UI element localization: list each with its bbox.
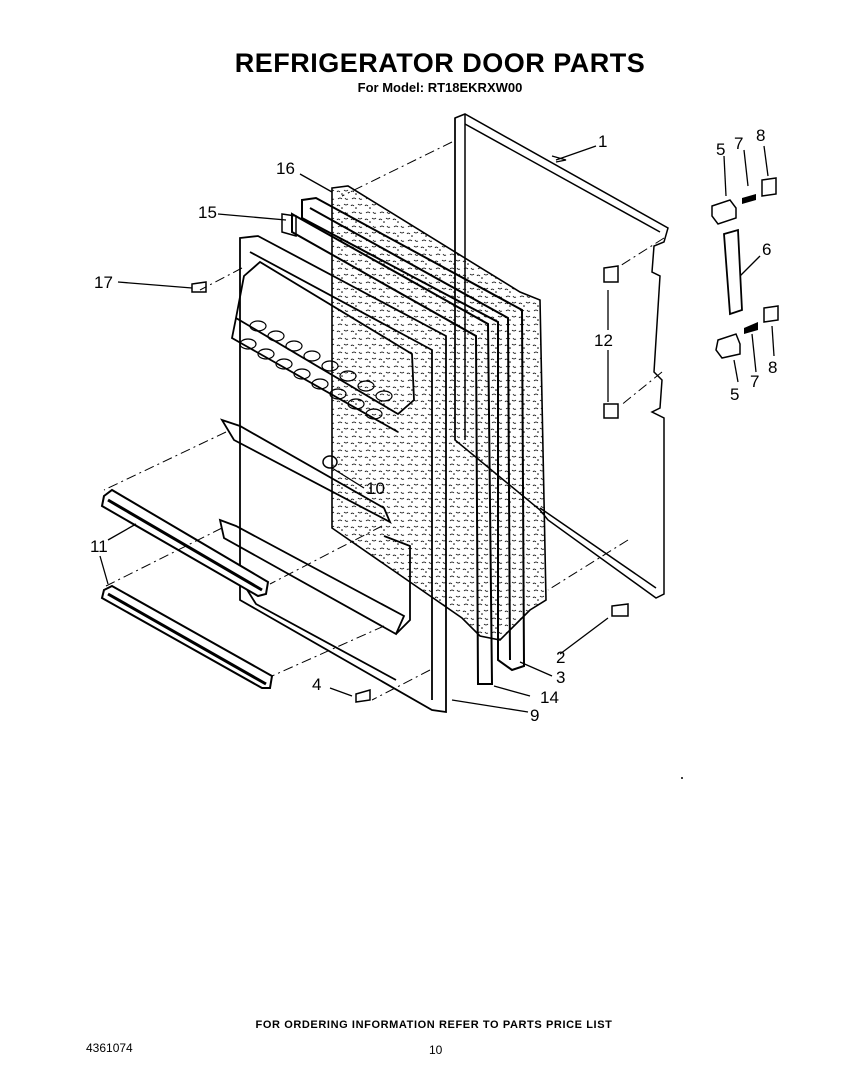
door-gasket	[291, 196, 526, 685]
callout-6: 6	[762, 240, 771, 259]
callout-14: 14	[540, 688, 559, 707]
egg-holders	[239, 320, 393, 420]
hinge-cap-lower-8	[763, 305, 779, 323]
hinge-screw-upper-7	[742, 194, 756, 204]
page-title: REFRIGERATOR DOOR PARTS	[234, 48, 646, 78]
callout-3: 3	[556, 668, 565, 687]
callout-17: 17	[94, 273, 113, 292]
callout-5-upper: 5	[716, 140, 725, 159]
leader-lines	[99, 145, 775, 713]
ordering-note: FOR ORDERING INFORMATION REFER TO PARTS …	[255, 1019, 613, 1031]
hinge-upper-5	[711, 199, 737, 225]
shelf-bar-lower	[100, 584, 274, 689]
liner-button	[322, 455, 338, 469]
shelf-bar-upper	[100, 488, 270, 598]
handle-6	[723, 228, 743, 316]
callout-16: 16	[276, 159, 295, 178]
callout-5-lower: 5	[730, 385, 739, 404]
hinge-plug-12-lower	[603, 403, 619, 419]
hinge-cap-upper-8	[761, 177, 777, 197]
door-stop-2	[611, 603, 629, 617]
document-number: 4361074	[86, 1041, 133, 1055]
hinge-lower-5	[715, 333, 741, 359]
callout-7-lower: 7	[750, 372, 759, 391]
foam-insulation	[331, 185, 547, 641]
callout-11: 11	[90, 537, 108, 556]
hinge-screw-lower-7	[744, 322, 758, 334]
model-subtitle: For Model: RT18EKRXW00	[357, 80, 523, 95]
callout-2: 2	[556, 648, 565, 667]
callout-7-upper: 7	[734, 134, 743, 153]
callout-1: 1	[598, 132, 607, 151]
callout-4: 4	[312, 675, 321, 694]
alignment-lines	[103, 141, 665, 701]
page-number: 10	[429, 1043, 443, 1057]
callout-12: 12	[594, 331, 613, 350]
callout-8-lower: 8	[768, 358, 777, 377]
callout-15: 15	[198, 203, 217, 222]
door-strip	[281, 213, 297, 237]
callout-10: 10	[366, 479, 385, 498]
callout-9: 9	[530, 706, 539, 725]
screw-17	[191, 281, 207, 293]
hinge-plug-12-upper	[603, 265, 619, 283]
callout-8-upper: 8	[756, 126, 765, 145]
screw-4	[355, 689, 371, 703]
